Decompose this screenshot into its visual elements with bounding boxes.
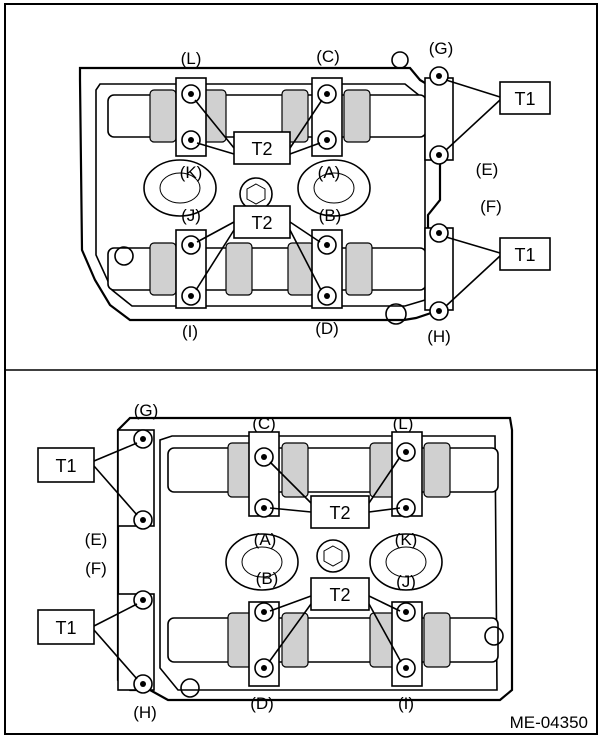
bolt-K [181,130,201,150]
label-L: (L) [181,49,202,68]
tag-T2-upper-b [310,495,370,529]
tag-T2-lower-b [310,577,370,611]
figure-frame [4,3,598,735]
bolt-J-b [396,602,416,622]
tag-T2-upper [233,131,291,165]
cam-cap-F-H-b [117,593,155,691]
bottom-panel: (G) (C) (L) (E) (A) (K) (F) (B) (J) (H) … [37,401,514,722]
bolt-F-b [133,590,153,610]
label-C: (C) [316,47,340,66]
bolt-B [317,235,337,255]
bolt-L-b [396,442,416,462]
label-J: (J) [181,206,201,225]
bolt-I [181,286,201,306]
tag-T2-upper-b-text: T2 [329,503,350,523]
label-F-b: (F) [85,559,107,578]
bolt-H-b [133,674,153,694]
label-C-b: (C) [252,414,276,433]
label-H: (H) [427,327,451,346]
tag-T1-lower-b [37,609,95,645]
tag-T1-lower-text: T1 [514,245,535,265]
cam-cap-L [175,77,207,157]
bolt-A [317,130,337,150]
bolt-E-b [133,510,153,530]
tag-T2-lower [233,205,291,239]
bolt-F [429,223,449,243]
bolt-G-b [133,429,153,449]
bolt-C [317,84,337,104]
cylinder-head-bottom [116,416,514,702]
leader-lines-bottom [93,442,402,680]
top-panel: (L) (C) (G) (K) (A) (E) (J) (B) (F) (I) … [78,39,551,346]
label-G-b: (G) [134,401,159,420]
tag-T2-lower-b-text: T2 [329,585,350,605]
label-B-b: (B) [256,569,279,588]
bolt-B-b [254,602,274,622]
tag-T1-lower [499,237,551,271]
label-K-b: (K) [395,530,418,549]
label-F: (F) [480,197,502,216]
tag-T1-upper-b-text: T1 [55,456,76,476]
tag-T2-upper-text: T2 [251,139,272,159]
label-D-b: (D) [250,694,274,713]
bolt-G [429,66,449,86]
leader-lines-top [194,79,501,307]
label-B: (B) [319,206,342,225]
label-G: (G) [429,39,454,58]
label-E-b: (E) [85,530,108,549]
label-D: (D) [315,319,339,338]
tag-T1-upper [499,81,551,115]
label-E: (E) [476,160,499,179]
label-H-b: (H) [133,703,157,722]
spark-plug-hole-b [316,539,350,573]
bolt-I-b [396,658,416,678]
label-I: (I) [182,322,198,341]
label-K: (K) [180,163,203,182]
tag-T1-lower-b-text: T1 [55,618,76,638]
bolt-D [317,286,337,306]
bolt-C-b [254,447,274,467]
cylinder-head-top [78,51,454,325]
bolt-D-b [254,658,274,678]
bolt-E [429,145,449,165]
tag-T1-upper-text: T1 [514,89,535,109]
label-J-b: (J) [396,572,416,591]
tag-T2-lower-text: T2 [251,213,272,233]
tag-T1-upper-b [37,447,95,483]
bolt-L [181,84,201,104]
label-A: (A) [318,163,341,182]
label-I-b: (I) [398,694,414,713]
bolt-J [181,235,201,255]
label-L-b: (L) [393,414,414,433]
bolt-H [429,301,449,321]
figure-code: ME-04350 [510,713,588,732]
label-A-b: (A) [254,530,277,549]
